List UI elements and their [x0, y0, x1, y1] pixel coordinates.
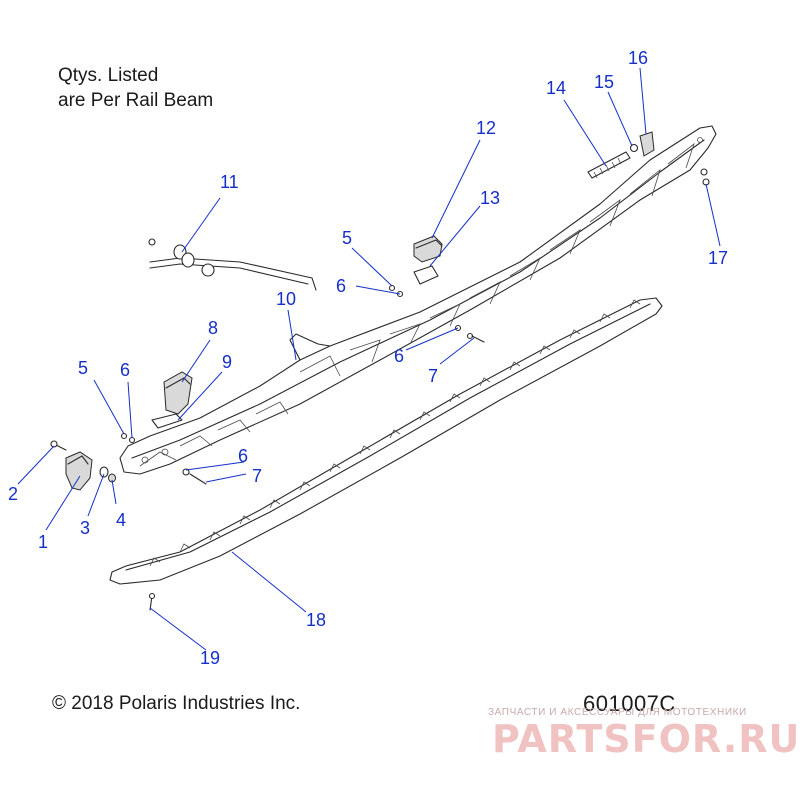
spring-nut: [629, 143, 639, 153]
callout-5: 5: [78, 358, 88, 378]
callout-12: 12: [476, 118, 496, 138]
quantity-note-line-1: Qtys. Listed: [58, 65, 159, 86]
callout-8: 8: [208, 318, 218, 338]
front-bumper-block: [65, 451, 93, 491]
watermark-subtitle: ЗАПЧАСТИ И АКСЕССУАРЫ ДЛЯ МОТОТЕХНИКИ: [488, 707, 747, 718]
callout-6: 6: [336, 276, 346, 296]
callout-4: 4: [116, 510, 126, 530]
callout-1: 1: [38, 532, 48, 552]
callout-6: 6: [394, 346, 404, 366]
rear-fastener: [700, 168, 710, 186]
callout-7: 7: [252, 466, 262, 486]
wear-strip: [109, 297, 663, 585]
drawing-number: 601007C: [583, 691, 676, 716]
rear-slide-block: [163, 371, 193, 415]
callout-11: 11: [220, 172, 239, 192]
callout-5: 5: [342, 228, 352, 248]
callout-14: 14: [546, 78, 566, 98]
stop-rod: [148, 238, 317, 291]
pad-mount: [413, 265, 439, 285]
mid-bolt: [454, 324, 485, 343]
callout-7: 7: [428, 366, 438, 386]
front-bolt: [50, 440, 67, 451]
rear-bracket: [639, 131, 655, 157]
quantity-note-line-2: are Per Rail Beam: [58, 90, 214, 111]
front-washer-set: [120, 432, 136, 444]
callout-15: 15: [594, 72, 614, 92]
mid-washer-set: [388, 284, 404, 298]
bumper-pad: [413, 235, 443, 263]
rail-beam: [119, 125, 717, 475]
callout-2: 2: [8, 484, 18, 504]
callout-13: 13: [480, 188, 500, 208]
leader-lines: [17, 67, 721, 651]
callout-18: 18: [306, 610, 326, 630]
callout-16: 16: [628, 48, 648, 68]
callout-17: 17: [708, 248, 728, 268]
callout-6: 6: [120, 360, 130, 380]
callout-10: 10: [276, 289, 296, 309]
spring-rod: [587, 151, 631, 179]
front-washer: [99, 466, 109, 478]
watermark-logo: PARTSFOR.RU: [492, 717, 800, 761]
quantity-note: Qtys. Listed are Per Rail Beam: [58, 63, 213, 113]
callout-6: 6: [238, 446, 248, 466]
callout-3: 3: [80, 518, 90, 538]
copyright-text: © 2018 Polaris Industries Inc.: [52, 693, 301, 714]
callout-19: 19: [200, 648, 220, 668]
wear-strip-screw: [148, 592, 156, 611]
slide-insert: [151, 413, 183, 429]
callout-9: 9: [222, 352, 232, 372]
front-rail-bolt: [182, 468, 207, 485]
callouts: 1 2 3 4 5 6 6 7 8 9 10 11 5 6 12 13 6 7 …: [8, 48, 728, 668]
